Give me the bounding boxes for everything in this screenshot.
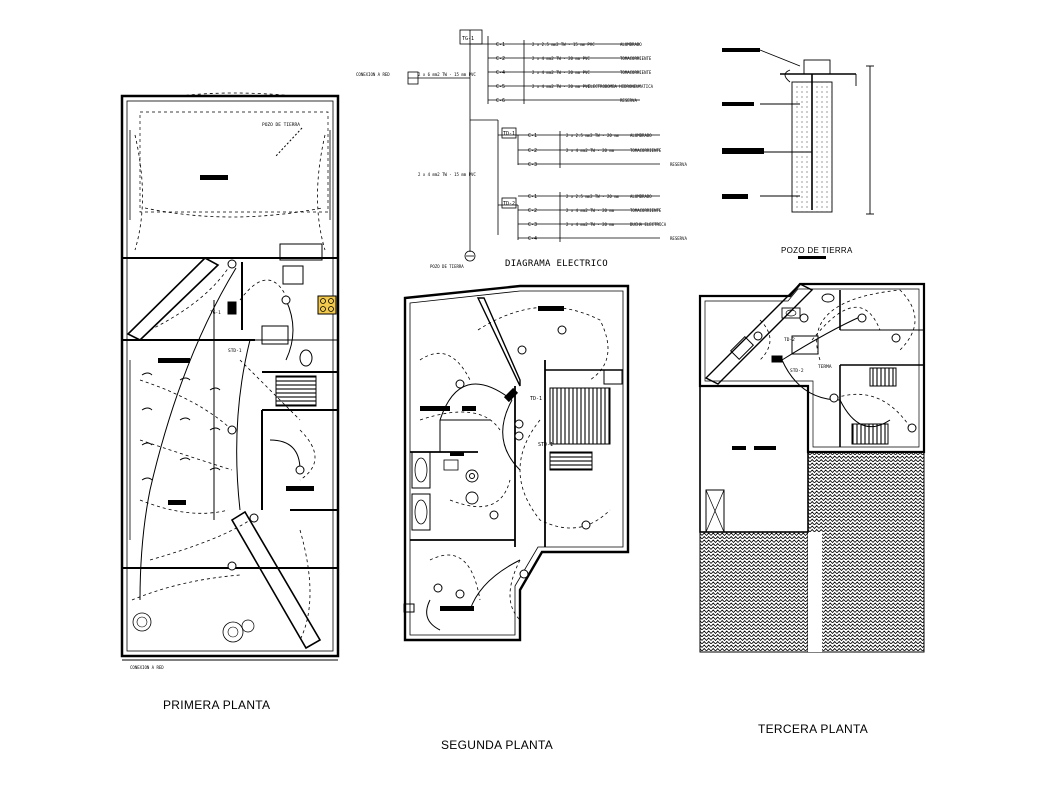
tercera-planta-title: TERCERA PLANTA — [758, 722, 869, 736]
td1-label: TD-1 — [503, 131, 515, 137]
detail-scale-bar — [798, 256, 826, 259]
tg-circuit-cable: 2 x 4 mm2 TW - 20 mm PVC — [532, 70, 590, 75]
diagram-title: DIAGRAMA ELECTRICO — [505, 259, 608, 269]
tg-circuit-id: C-2 — [496, 56, 505, 62]
td1-circuit-use: TOMACORRIENTE — [630, 148, 662, 153]
feeder-cable: 2 x 4 mm2 TW - 15 mm PVC — [418, 172, 476, 177]
tg-label: TG-1 — [462, 36, 474, 42]
electrical-single-line-diagram — [407, 29, 660, 262]
tg-circuit-use: ELECTROBOMBA HIDRONEUMATICA — [588, 84, 654, 89]
td1-circuit-cable: 2 x 4 mm2 TW - 20 mm — [566, 148, 615, 153]
p3-td-label: TD-2 — [784, 337, 795, 343]
detail-callout-2 — [722, 102, 754, 106]
ground-label: POZO DE TIERRA — [430, 264, 464, 269]
tg-circuit-cable: 2 x 2.5 mm2 TW - 15 mm PVC — [532, 42, 595, 47]
td2-circuit-use: TOMACORRIENTE — [630, 208, 662, 213]
plan-segunda-planta — [403, 284, 630, 642]
td2-circuit-cable: 2 x 4 mm2 TW - 20 mm — [566, 222, 615, 227]
td2-circuit-id: C-4 — [528, 236, 537, 242]
tg-circuit-cable: 2 x 4 mm2 TW - 20 mm PVC — [532, 84, 590, 89]
segunda-planta-title: SEGUNDA PLANTA — [441, 738, 554, 752]
td1-circuit-id: C-2 — [528, 148, 537, 154]
p2-td-label: TD-1 — [530, 396, 542, 402]
p3-terma-label: TERMA — [818, 364, 832, 370]
td1-circuit-cable: 2 x 2.5 mm2 TW - 20 mm — [566, 133, 620, 138]
plan-tercera-planta — [698, 282, 926, 653]
td1-circuit-id: C-1 — [528, 133, 537, 139]
diagram-labels: TG-1 TD-1 TD-2 CONEXION A RED 2 x 6 mm2 … — [356, 36, 687, 269]
td2-circuit-id: C-3 — [528, 222, 537, 228]
p1-std-label: STD-1 — [228, 348, 242, 354]
acometida-cable: 2 x 6 mm2 TW - 15 mm PVC — [418, 72, 476, 77]
detail-callout-4 — [722, 194, 748, 199]
tg-circuit-use: ALUMBRADO — [620, 42, 642, 47]
td2-circuit-cable: 2 x 4 mm2 TW - 20 mm — [566, 208, 615, 213]
ground-well-title: POZO DE TIERRA — [781, 246, 853, 255]
td2-circuit-id: C-2 — [528, 208, 537, 214]
td2-label: TD-2 — [503, 201, 515, 207]
tg-circuit-id: C-1 — [496, 42, 505, 48]
tg-circuit-cable: 2 x 4 mm2 TW - 20 mm PVC — [532, 56, 590, 61]
td2-circuit-use: ALUMBRADO — [630, 194, 652, 199]
td2-circuit-use: DUCHA ELECTRICA — [630, 222, 667, 227]
plan-primera-planta — [120, 92, 340, 661]
td2-circuit-id: C-1 — [528, 194, 537, 200]
td2-circuit-use: RESERVA — [670, 236, 687, 241]
td1-circuit-use: RESERVA — [670, 162, 687, 167]
ground-well-detail — [759, 49, 874, 215]
acometida-label: CONEXION A RED — [356, 72, 390, 77]
td2-circuit-cable: 2 x 2.5 mm2 TW - 20 mm — [566, 194, 620, 199]
td1-circuit-id: C-3 — [528, 162, 537, 168]
p1-pozo-label: POZO DE TIERRA — [262, 122, 300, 128]
tg-circuit-use: RESERVA — [620, 98, 637, 103]
td1-circuit-use: ALUMBRADO — [630, 133, 652, 138]
primera-planta-title: PRIMERA PLANTA — [163, 698, 271, 712]
p3-std-label: STD-2 — [790, 368, 804, 374]
detail-callout-1 — [722, 48, 760, 52]
tg-circuit-use: TOMACORRIENTE — [620, 70, 652, 75]
p1-tg-label: TG-1 — [210, 310, 221, 316]
detail-callout-3 — [722, 148, 764, 154]
p1-conexion-label: CONEXION A RED — [130, 665, 164, 670]
tg-circuit-use: TOMACORRIENTE — [620, 56, 652, 61]
tg-circuit-id: C-4 — [496, 70, 505, 76]
p2-std-label: STD-1 — [538, 442, 553, 448]
tg-circuit-id: C-6 — [496, 98, 505, 104]
tg-circuit-id: C-5 — [496, 84, 505, 90]
